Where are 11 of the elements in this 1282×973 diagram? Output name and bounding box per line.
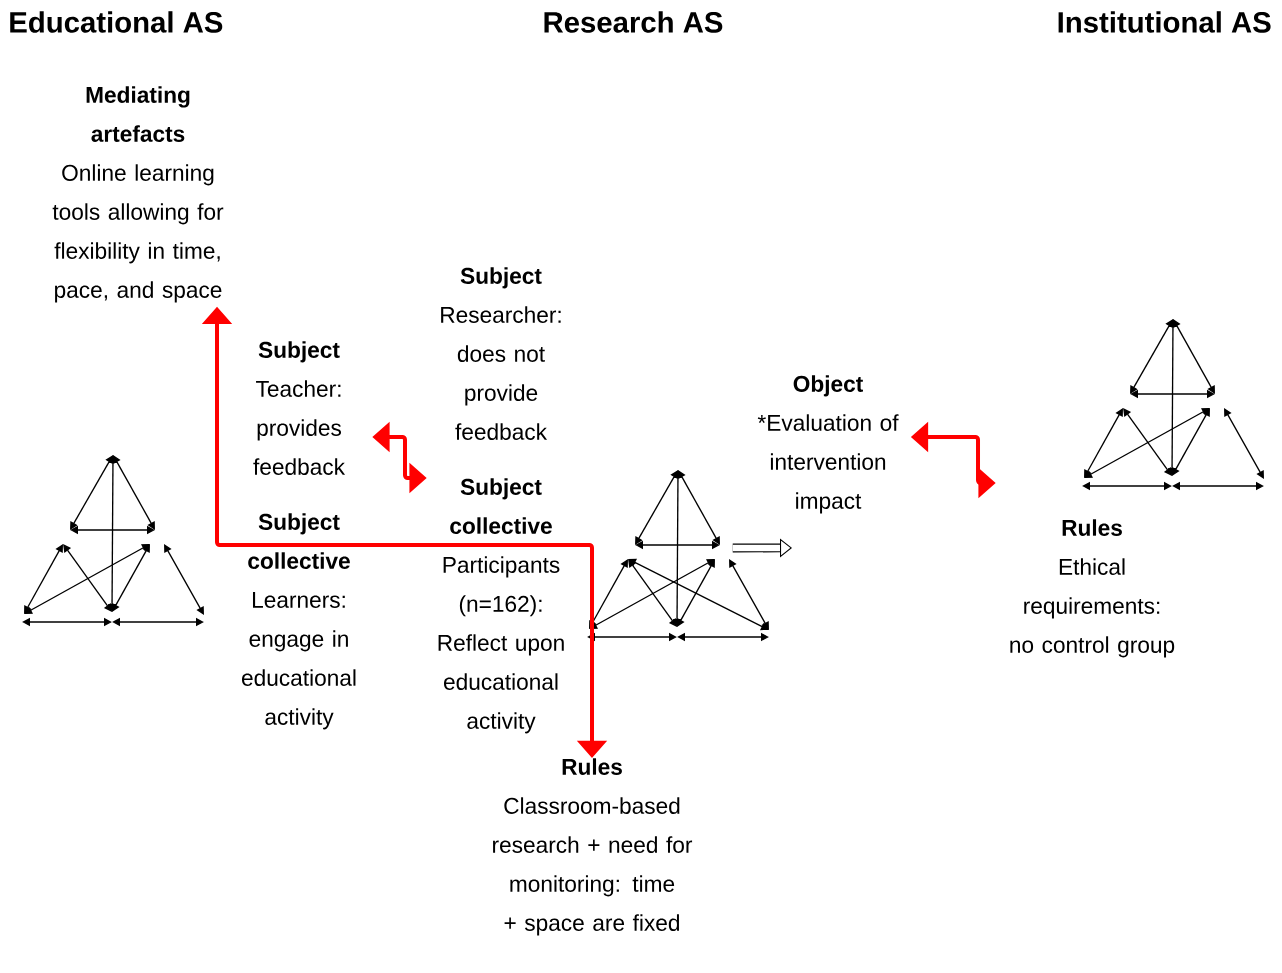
- activity-label: Subject collective Learners: engage in educational activity: [242, 513, 356, 730]
- activity-label: Mediating artefacts Online learning tools allowing for flexibility in time, pace, and space: [52, 86, 224, 303]
- activity-label: Rules Classroom-based research + need for monitoring: time + space are fixed: [493, 758, 693, 936]
- heading: Institutional AS: [1058, 11, 1271, 33]
- heading: Research AS: [544, 11, 723, 33]
- activity-label: Rules Ethical requirements: no control group: [1010, 519, 1175, 658]
- activity-label: Subject collective Participants (n=162): Reflect upon educational activity: [438, 478, 564, 734]
- activity-label: Subject Researcher: does not provide feedback: [441, 267, 561, 440]
- heading: Educational AS: [10, 11, 223, 33]
- activity-label: Object *Evaluation of intervention impact: [757, 375, 899, 514]
- activity-label: Subject Teacher: provides feedback: [253, 341, 346, 475]
